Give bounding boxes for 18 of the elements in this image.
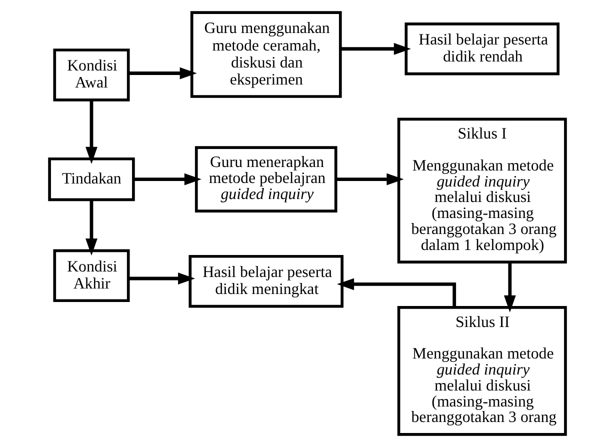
arrow	[128, 272, 196, 284]
node-box: Siklus I Menggunakan metode guided inquiry melalui diskusi (masing-masing beranggotakan 3 orang dalam 1 kelompok)	[397, 118, 567, 264]
arrow	[128, 67, 197, 80]
node-box: Guru menerapkan metode pebelajran guided inquiry	[194, 146, 338, 212]
node-box: Tindakan	[48, 157, 135, 202]
node-box: Hasil belajar peserta didik rendah	[404, 22, 560, 76]
arrow	[86, 200, 98, 256]
node-box: Hasil belajar peserta didik meningkat	[188, 254, 344, 308]
arrow	[134, 173, 202, 186]
arrow	[336, 173, 404, 186]
node-box: Kondisi Akhir	[53, 249, 130, 302]
node-box: Guru menggunakan metode ceramah, diskusi dan eksperimen	[190, 11, 342, 98]
arrow	[86, 100, 98, 164]
node-box: Siklus II Menggunakan metode guided inquiry melalui diskusi (masing-masing beranggotakan 3 orang	[397, 306, 567, 436]
arrow	[504, 262, 516, 312]
arrow	[340, 42, 411, 55]
arrow	[336, 278, 456, 307]
node-box: Kondisi Awal	[53, 48, 130, 102]
